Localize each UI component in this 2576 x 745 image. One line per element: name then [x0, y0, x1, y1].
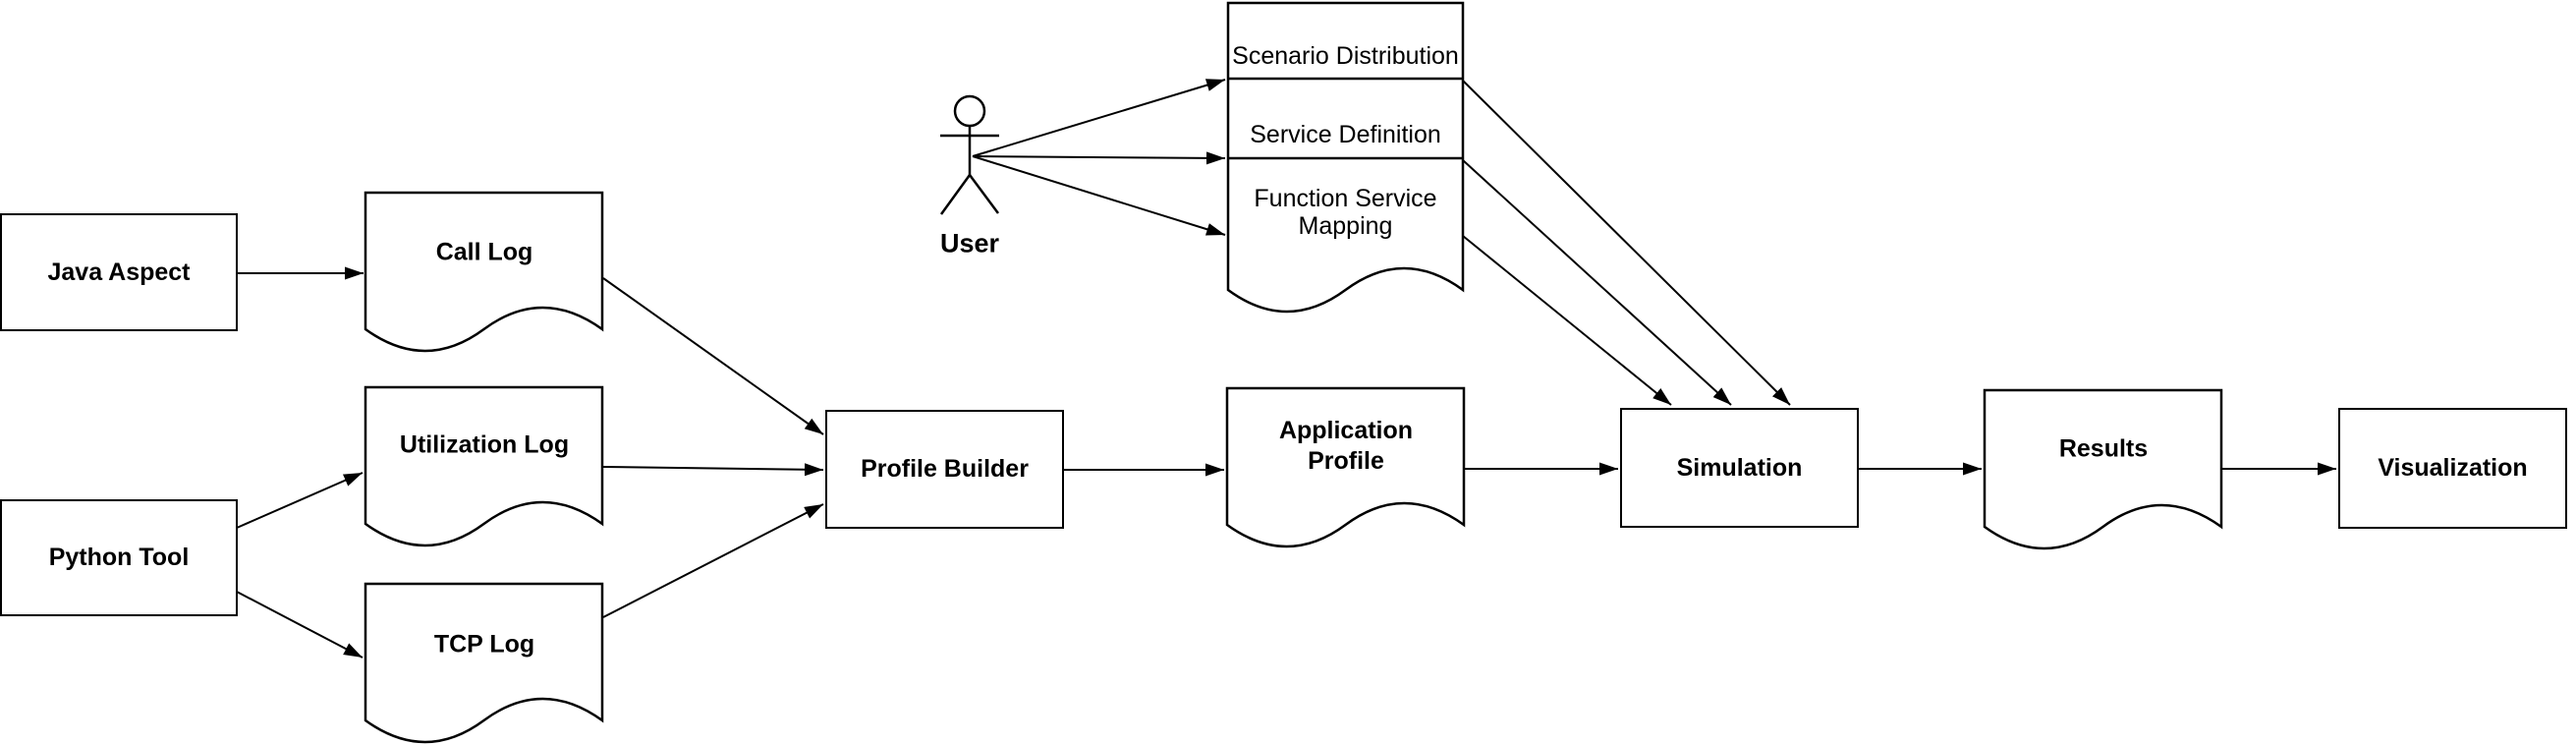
edge-python-tool-to-utilization-log[interactable] — [236, 472, 364, 529]
document-shape — [1983, 388, 2223, 550]
edge-utilization-log-to-profile-builder[interactable] — [602, 463, 824, 477]
document-stack-shape — [1226, 1, 1465, 314]
node-call-log[interactable]: Call Log — [364, 191, 604, 378]
document-shape — [364, 385, 604, 547]
python-tool-label: Python Tool — [48, 544, 190, 571]
document-shape — [1225, 386, 1466, 548]
edge-tcp-log-to-profile-builder[interactable] — [602, 503, 824, 618]
node-visualization[interactable]: Visualization — [2338, 408, 2567, 529]
results-label: Results — [2058, 434, 2149, 463]
edge-scenario-distribution-to-simulation[interactable] — [1462, 80, 1791, 406]
edge-python-tool-to-tcp-log[interactable] — [236, 591, 364, 659]
edge-call-log-to-profile-builder[interactable] — [602, 277, 824, 435]
edge-user-to-function-service-mapping[interactable] — [972, 155, 1226, 236]
service-definition-label: Service Definition — [1250, 121, 1441, 148]
node-utilization-log[interactable]: Utilization Log — [364, 385, 604, 573]
java-aspect-label: Java Aspect — [47, 258, 191, 286]
node-user[interactable] — [914, 88, 1032, 226]
node-java-aspect[interactable]: Java Aspect — [0, 213, 238, 331]
node-profile-builder[interactable]: Profile Builder — [825, 410, 1064, 529]
simulation-label: Simulation — [1676, 453, 1803, 482]
utilization-log-label: Utilization Log — [399, 430, 570, 459]
function-service-mapping-label: Function Service Mapping — [1254, 185, 1437, 240]
document-shape — [364, 582, 604, 744]
edge-user-to-service-definition[interactable] — [972, 151, 1226, 165]
node-simulation[interactable]: Simulation — [1620, 408, 1859, 528]
edge-user-to-scenario-distribution[interactable] — [972, 79, 1226, 157]
node-application-profile[interactable]: Application Profile — [1225, 386, 1466, 574]
node-config-documents[interactable]: Scenario Distribution Service Definition… — [1226, 1, 1465, 341]
user-label: User — [939, 228, 1000, 258]
node-tcp-log[interactable]: TCP Log — [364, 582, 604, 745]
node-results[interactable]: Results — [1983, 388, 2223, 576]
scenario-distribution-label: Scenario Distribution — [1232, 42, 1459, 70]
node-python-tool[interactable]: Python Tool — [0, 499, 238, 616]
edge-service-definition-to-simulation[interactable] — [1462, 159, 1732, 406]
document-shape — [364, 191, 604, 353]
tcp-log-label: TCP Log — [433, 630, 535, 659]
profile-builder-label: Profile Builder — [861, 455, 1029, 483]
call-log-label: Call Log — [435, 238, 533, 266]
user-actor-icon — [939, 94, 1000, 215]
visualization-label: Visualization — [2378, 454, 2528, 482]
edge-function-service-mapping-to-simulation[interactable] — [1462, 235, 1672, 406]
application-profile-label: Application Profile — [1278, 417, 1414, 475]
